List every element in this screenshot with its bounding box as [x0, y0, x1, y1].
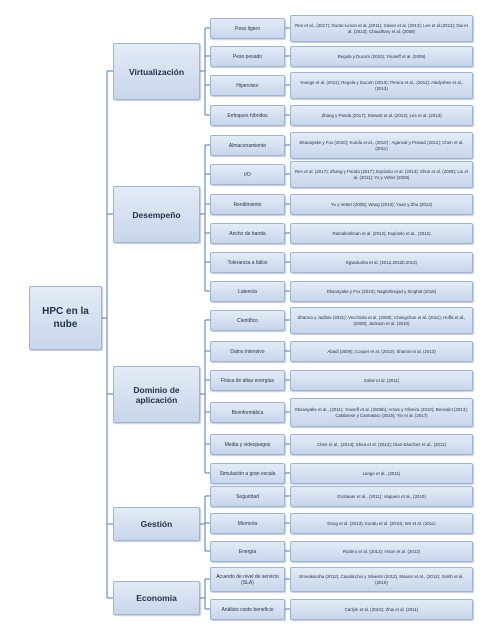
category-virtualizacion: Virtualización — [113, 43, 200, 100]
topic-analisis-costo-beneficio: Análisis costo beneficio — [210, 599, 285, 620]
topic-bioinformatica: Bioinformática — [210, 402, 285, 423]
topic-rendimiento: Rendimiento — [210, 194, 285, 215]
refs-tolerancia-a-fallos: Egwutuoha et al. (2012,2012b,2013) — [290, 252, 473, 273]
topic-energia: Energía — [210, 541, 285, 562]
refs-io: Ren et al. (2017); Zhang y Panda (2017);… — [290, 161, 473, 188]
root-node: HPC en la nube — [29, 286, 102, 350]
refs-energia: Rodero et al. (2012); Anton et al. (2012… — [290, 541, 473, 562]
topic-io: I/O — [210, 164, 285, 185]
refs-peso-pesado: Regola y Ducom (2010); Youseff et al. (2… — [290, 46, 473, 67]
refs-bioinformatica: Ekanayake et al., (2011); Youseff et al.… — [290, 398, 473, 427]
refs-hipervisor: Younge et al. (2011); Regola y Ducom (20… — [290, 72, 473, 99]
topic-fisica-de-altas-energias: Física de altas energías — [210, 370, 285, 391]
category-label: Economía — [136, 593, 177, 603]
refs-enfoques-hibridos: Zhang y Panda (2017); Stewart et al. (20… — [290, 105, 473, 126]
refs-analisis-costo-beneficio: Carlyle et al. (2010); Zhai et al. (2011… — [290, 599, 473, 620]
topic-datos-intensivo: Datos intensivo — [210, 341, 285, 362]
refs-almacenamiento: Ekanayake y Fox (2010); Kundu et al., (2… — [290, 132, 473, 159]
topic-seguridad: Seguridad — [210, 486, 285, 507]
topic-latencia: Latencia — [210, 281, 285, 302]
category-label: Virtualización — [128, 66, 185, 77]
refs-peso-ligero: Ren et al., (2017); Duran-Limon et al.,(… — [290, 15, 473, 42]
category-label: Desempeño — [132, 209, 181, 220]
category-label: Gestión — [140, 519, 173, 529]
refs-ancho-de-banda: Ramakrishnan et al. (2012); Expósito et … — [290, 223, 473, 244]
topic-cientifico: Científico — [210, 310, 285, 331]
topic-almacenamiento: Almacenamiento — [210, 135, 285, 156]
topic-enfoques-hibridos: Enfoques híbridos — [210, 105, 285, 126]
category-label: Dominio de aplicación — [133, 384, 180, 405]
category-gestion: Gestión — [113, 507, 200, 541]
refs-fisica-de-altas-energias: Sobie et al. (2011) — [290, 370, 473, 391]
refs-acuerdo-de-nivel-de-servicio: Emeakaroha (2012); Casalicchio y Silvest… — [290, 567, 473, 592]
category-economia: Economía — [113, 581, 200, 615]
refs-rendimiento: Yu y Vetter (2008); Wang (2010); Yuan y … — [290, 194, 473, 215]
refs-latencia: Ekanayake y Fox (2010); Naghshnejad y Si… — [290, 281, 473, 302]
topic-memoria: Memoria — [210, 513, 285, 534]
topic-acuerdo-de-nivel-de-servicio: Acuerdo de nivel de servicio (SLA) — [210, 567, 285, 592]
refs-seguridad: Grobauer et al., (2011); Vaquero et al.,… — [290, 486, 473, 507]
topic-ancho-de-banda: Ancho de banda — [210, 223, 285, 244]
topic-simulacion-a-gran-escala: Simulación a gran escala — [210, 463, 285, 484]
refs-simulacion-a-gran-escala: Lange et al., (2011) — [290, 463, 473, 484]
topic-media-y-videojuegos: Media y videojuegos — [210, 434, 285, 455]
root-label: HPC en la nube — [42, 306, 89, 330]
category-desempeno: Desempeño — [113, 186, 200, 243]
refs-datos-intensivo: Abadi (2009); Cooper et al. (2010); Sham… — [290, 341, 473, 362]
refs-memoria: Dong et al. (2013); Kundu et al. (2010);… — [290, 513, 473, 534]
topic-tolerancia-a-fallos: Tolerancia a fallos — [210, 252, 285, 273]
topic-hipervisor: Hipervisor — [210, 75, 285, 96]
refs-cientifico: Sharma y Jadhav (2021); Vecchiola et al.… — [290, 307, 473, 334]
topic-peso-pesado: Peso pesado — [210, 46, 285, 67]
category-dominio-de-aplicacion: Dominio de aplicación — [113, 366, 200, 423]
topic-peso-ligero: Peso ligero — [210, 18, 285, 39]
refs-media-y-videojuegos: Chen et al., (2014); Shea et al. (2013);… — [290, 434, 473, 455]
